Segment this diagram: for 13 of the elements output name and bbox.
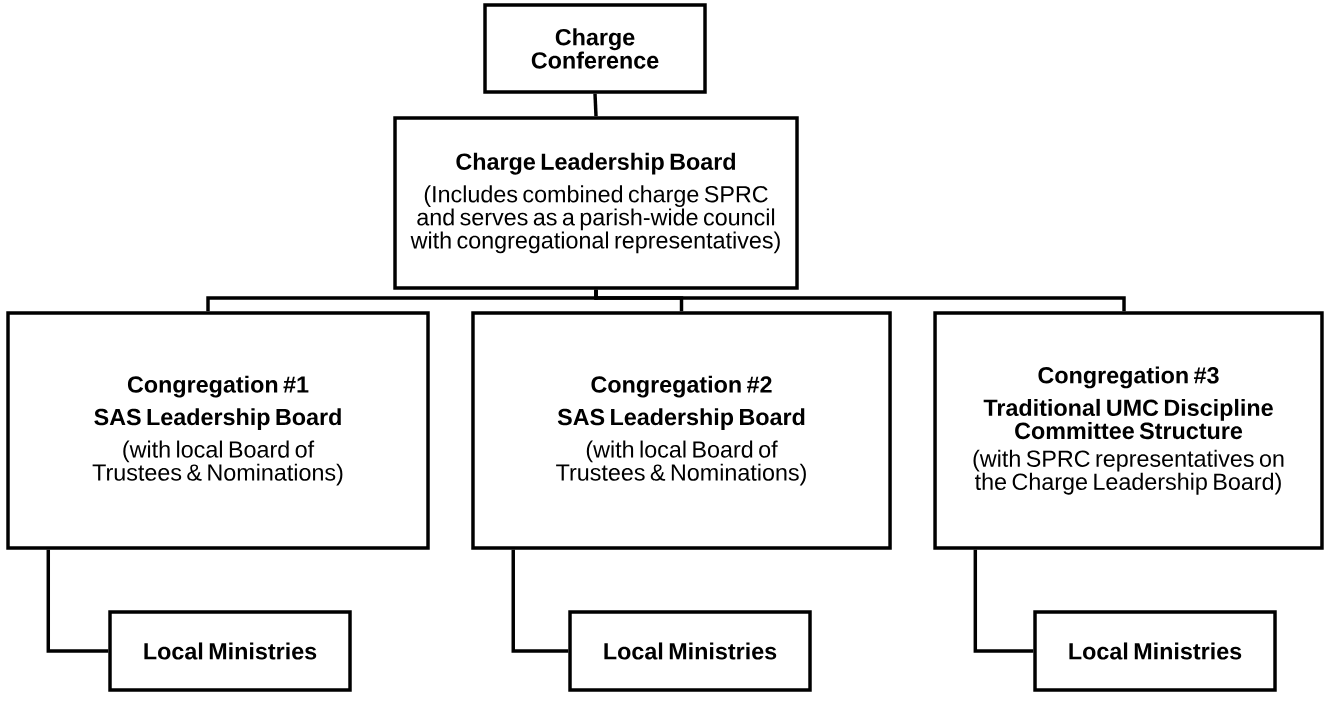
org-box: Charge Leadership Board (Includes combined charge SPRC and serves as a parish-wide council with congregational representatives): [393, 116, 799, 290]
connector-line: [593, 93, 598, 117]
org-box: Charge Conference: [483, 3, 707, 94]
org-box: Congregation #3 Traditional UMC Discipline Committee Structure (with SPRC representatives on the Charge Leadership Board): [933, 311, 1324, 550]
org-box: Congregation #1 SAS Leadership Board (with local Board of Trustees & Nominations): [6, 311, 430, 550]
connector-line: [511, 549, 569, 653]
connector-line: [973, 549, 1034, 653]
connector-line: [594, 289, 1126, 312]
org-box: Local Ministries: [568, 610, 812, 692]
org-box: Local Ministries: [108, 610, 352, 692]
org-box: Congregation #2 SAS Leadership Board (with local Board of Trustees & Nominations): [471, 311, 892, 550]
org-box: Local Ministries: [1033, 610, 1277, 692]
connector-line: [46, 549, 109, 653]
